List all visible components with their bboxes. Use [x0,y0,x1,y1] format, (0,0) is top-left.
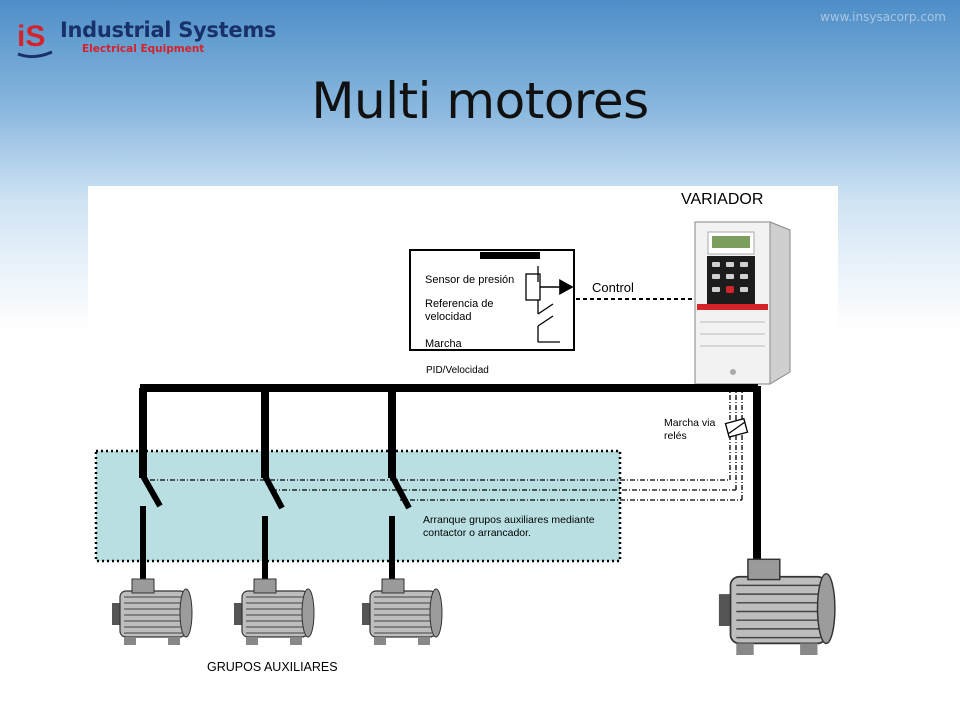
logo-mark-icon: iS [17,20,53,59]
company-name: Industrial Systems [60,18,277,42]
drive-title: VARIADOR [681,191,763,208]
relay-label-line1: Marcha via [664,417,716,429]
company-logo: iS Industrial Systems Electrical Equipme… [16,14,276,64]
main-motor [718,558,836,656]
website-url[interactable]: www.insysacorp.com [820,10,946,24]
reference-label-line1: Referencia de [425,298,494,310]
auxiliary-motor-2 [233,578,315,646]
contactor-switches [140,474,412,582]
reference-label-line2: velocidad [425,311,471,323]
relay-label-line2: relés [664,430,687,442]
starter-note-line1: Arranque grupos auxiliares mediante [423,514,595,526]
variador-drive [694,221,791,385]
control-box: Sensor de presión Referencia de velocida… [409,249,575,351]
auxiliary-contactor-zone [94,449,622,563]
sensor-label: Sensor de presión [425,274,514,286]
groups-label: GRUPOS AUXILIARES [207,660,338,674]
control-label: Control [592,280,634,295]
slide-title: Multi motores [311,72,649,130]
starter-note-line2: contactor o arrancador. [423,527,531,539]
logo-mark-text: iS [17,20,45,53]
auxiliary-motor-1 [111,578,193,646]
auxiliary-motor-3 [361,578,443,646]
run-label: Marcha [425,338,463,350]
main-power-bus [139,384,761,560]
pid-caption: PID/Velocidad [426,365,489,376]
relay-control-lines [150,384,743,501]
company-subtitle: Electrical Equipment [82,43,205,55]
relay-coil [724,417,749,438]
